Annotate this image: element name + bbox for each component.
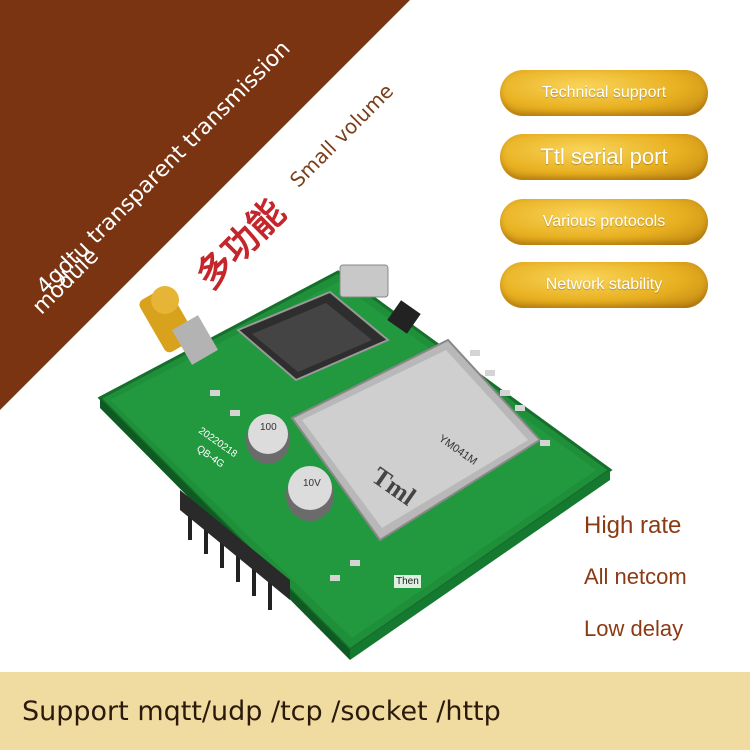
usb-port	[339, 264, 389, 298]
capacitor-label-2: 10V	[303, 478, 321, 489]
footer-protocols-text: Support mqtt/udp /tcp /socket /http	[22, 696, 501, 727]
capacitor-label: 100	[260, 422, 277, 433]
badge-network-stability: Network stability	[500, 262, 708, 308]
feature-high-rate: High rate	[584, 512, 682, 539]
feature-all-netcom: All netcom	[584, 564, 687, 589]
capacitor-1	[246, 414, 290, 464]
sticker-label: Then	[394, 575, 421, 588]
regulator-chip	[387, 300, 421, 334]
capacitor-2	[286, 466, 334, 521]
badge-ttl-serial-port: Ttl serial port	[500, 134, 708, 180]
antenna-connector	[139, 286, 218, 365]
badge-technical-support: Technical support	[500, 70, 708, 116]
badge-various-protocols: Various protocols	[500, 199, 708, 245]
feature-low-delay: Low delay	[584, 616, 684, 641]
footer-bar	[0, 672, 750, 750]
